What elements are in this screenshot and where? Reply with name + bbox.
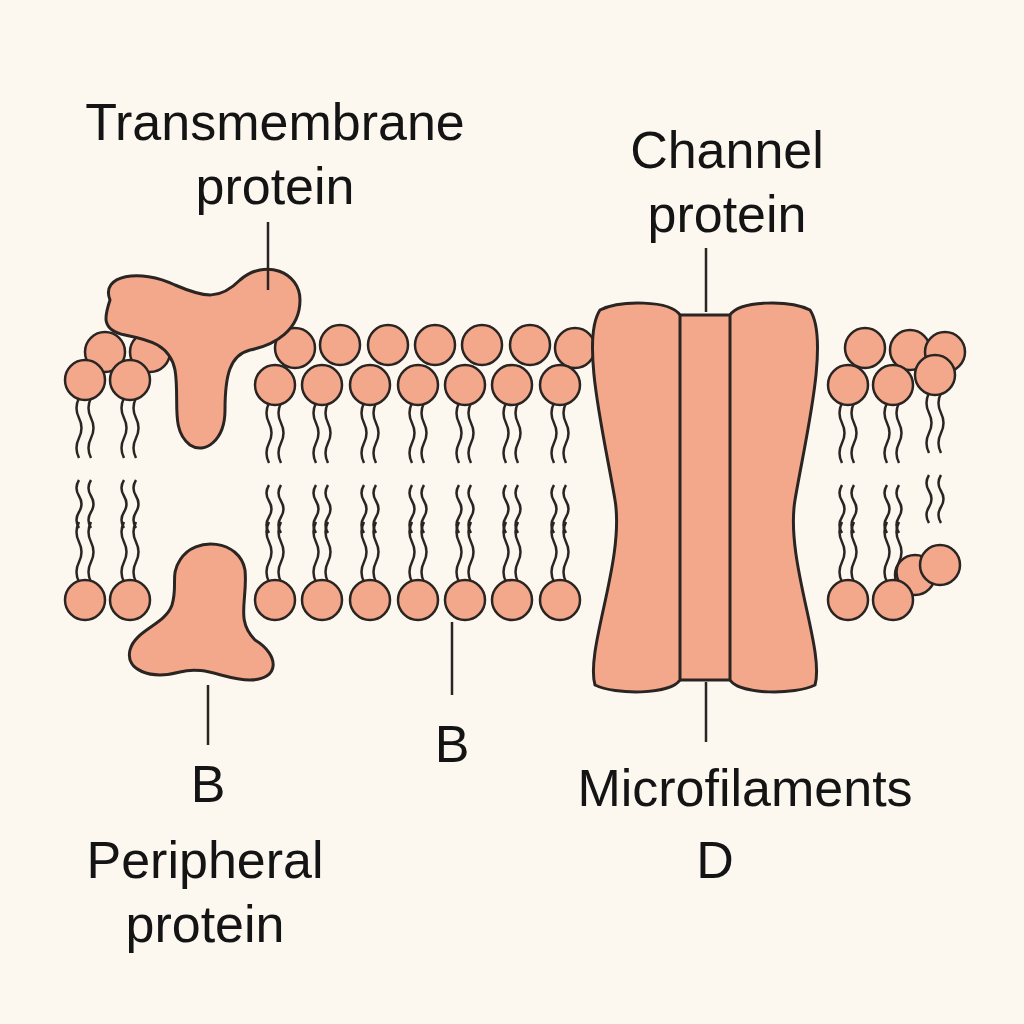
protein-label: Peripheral protein: [40, 828, 370, 956]
channel-protein-shape: [592, 303, 817, 692]
leader-lines: [208, 222, 706, 745]
callout-letter: D: [675, 828, 755, 892]
protein-label: Channel protein: [577, 118, 877, 246]
protein-label: Transmembrane protein: [55, 90, 495, 218]
structure-label: Microfilaments: [510, 756, 980, 820]
transmembrane-protein-shape: [106, 269, 300, 448]
callout-letter: B: [168, 752, 248, 816]
callout-letter: B: [412, 712, 492, 776]
peripheral-protein-shape: [129, 544, 273, 680]
